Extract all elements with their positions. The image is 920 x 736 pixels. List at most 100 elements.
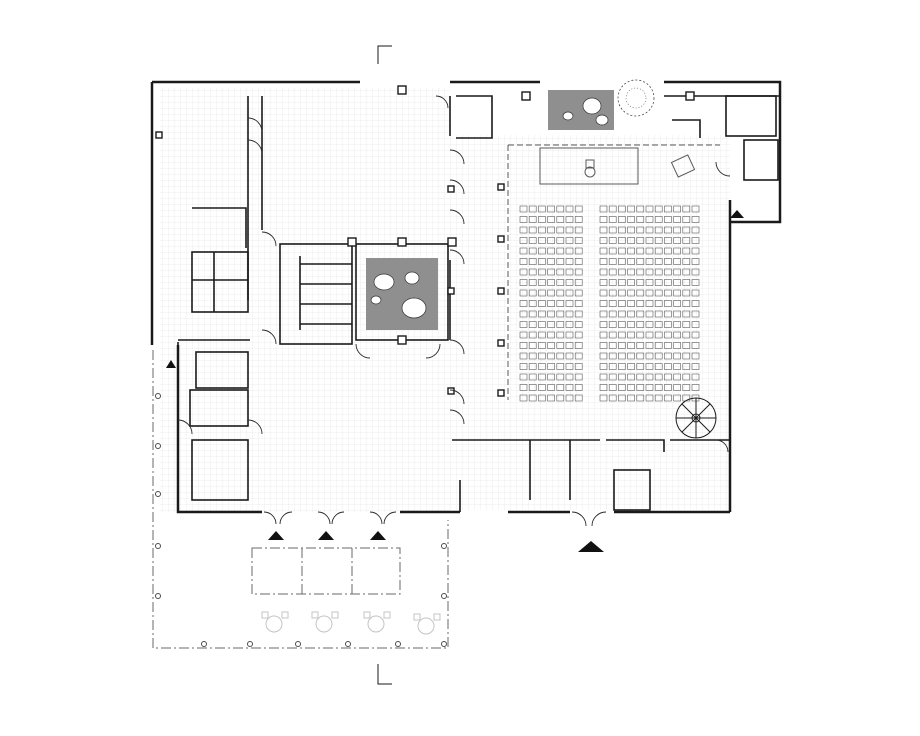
auditorium-seat [556, 258, 565, 265]
auditorium-seat [627, 342, 635, 349]
auditorium-seat [618, 247, 626, 255]
auditorium-seat [636, 216, 645, 223]
auditorium-seat [654, 321, 663, 328]
auditorium-seat [599, 310, 608, 318]
auditorium-seat [574, 205, 583, 213]
auditorium-seat [538, 289, 546, 297]
auditorium-seat [547, 363, 555, 370]
auditorium-seat [682, 331, 691, 339]
auditorium-seat [599, 268, 608, 276]
auditorium-seat [599, 352, 608, 360]
auditorium-seat [556, 352, 565, 360]
auditorium-seat [682, 310, 691, 318]
auditorium-seat [538, 268, 546, 276]
auditorium-seat [538, 216, 546, 223]
section-marks [377, 45, 392, 685]
auditorium-seat [664, 289, 672, 297]
auditorium-seat [627, 226, 635, 234]
auditorium-seat [618, 321, 626, 328]
auditorium-seat [528, 216, 537, 223]
section-cut-icon [377, 45, 392, 64]
auditorium-seat [565, 331, 574, 339]
auditorium-seat [664, 352, 672, 360]
auditorium-seat [636, 373, 645, 381]
auditorium-seat [636, 289, 645, 297]
auditorium-seat [556, 300, 565, 307]
auditorium-seat [682, 216, 691, 223]
auditorium-seat [645, 289, 654, 297]
auditorium-seat [599, 384, 608, 391]
auditorium-seat [528, 237, 537, 244]
auditorium-seat [673, 310, 681, 318]
auditorium-seat [519, 258, 528, 265]
auditorium-seat [691, 205, 700, 213]
auditorium-seat [574, 300, 583, 307]
auditorium-seat [627, 384, 635, 391]
auditorium-seat [636, 342, 645, 349]
auditorium-seat [664, 363, 672, 370]
auditorium-seat [618, 237, 626, 244]
auditorium-seat [556, 226, 565, 234]
auditorium-seat [528, 394, 537, 402]
auditorium-seat [565, 394, 574, 402]
auditorium-seat [691, 216, 700, 223]
auditorium-seat [538, 331, 546, 339]
auditorium-seat [673, 268, 681, 276]
auditorium-seat [519, 331, 528, 339]
auditorium-seat [627, 331, 635, 339]
auditorium-seat [556, 363, 565, 370]
auditorium-seat [664, 258, 672, 265]
auditorium-seat [519, 247, 528, 255]
auditorium-seat [608, 331, 617, 339]
auditorium-seat [556, 216, 565, 223]
auditorium-seat [519, 363, 528, 370]
auditorium-seat [645, 226, 654, 234]
section-cut-icon [377, 664, 392, 685]
auditorium-seat [654, 289, 663, 297]
auditorium-seat [556, 237, 565, 244]
auditorium-seat [599, 289, 608, 297]
auditorium-seat [574, 310, 583, 318]
auditorium-seat [574, 226, 583, 234]
auditorium-seat [645, 205, 654, 213]
auditorium-seat [636, 331, 645, 339]
auditorium-seat [556, 289, 565, 297]
auditorium-seat [574, 247, 583, 255]
auditorium-seat [547, 268, 555, 276]
auditorium-seat [556, 321, 565, 328]
auditorium-seat [519, 205, 528, 213]
auditorium-seat [574, 279, 583, 286]
auditorium-seat [664, 373, 672, 381]
auditorium-seat [627, 205, 635, 213]
auditorium-seat [519, 289, 528, 297]
auditorium-seat [682, 373, 691, 381]
auditorium-seat [627, 352, 635, 360]
auditorium-seat [654, 247, 663, 255]
auditorium-seat [664, 331, 672, 339]
auditorium-seat [599, 216, 608, 223]
auditorium-seat [618, 279, 626, 286]
auditorium-seat [682, 205, 691, 213]
auditorium-seat [556, 384, 565, 391]
auditorium-seat [627, 394, 635, 402]
auditorium-seat [691, 384, 700, 391]
auditorium-seat [608, 384, 617, 391]
auditorium-seat [528, 205, 537, 213]
auditorium-seat [691, 331, 700, 339]
auditorium-seat [691, 237, 700, 244]
auditorium-seat [654, 363, 663, 370]
interior-walls [177, 95, 780, 512]
auditorium-seat [547, 226, 555, 234]
auditorium-seat [547, 300, 555, 307]
auditorium-seat [599, 342, 608, 349]
auditorium-seat [608, 289, 617, 297]
auditorium-seat [627, 310, 635, 318]
auditorium-seat [618, 384, 626, 391]
auditorium-seat [519, 237, 528, 244]
auditorium-seat [691, 342, 700, 349]
auditorium-seat [608, 352, 617, 360]
auditorium-seat [608, 216, 617, 223]
auditorium-seat [691, 300, 700, 307]
auditorium-seat [538, 342, 546, 349]
auditorium-seat [538, 321, 546, 328]
